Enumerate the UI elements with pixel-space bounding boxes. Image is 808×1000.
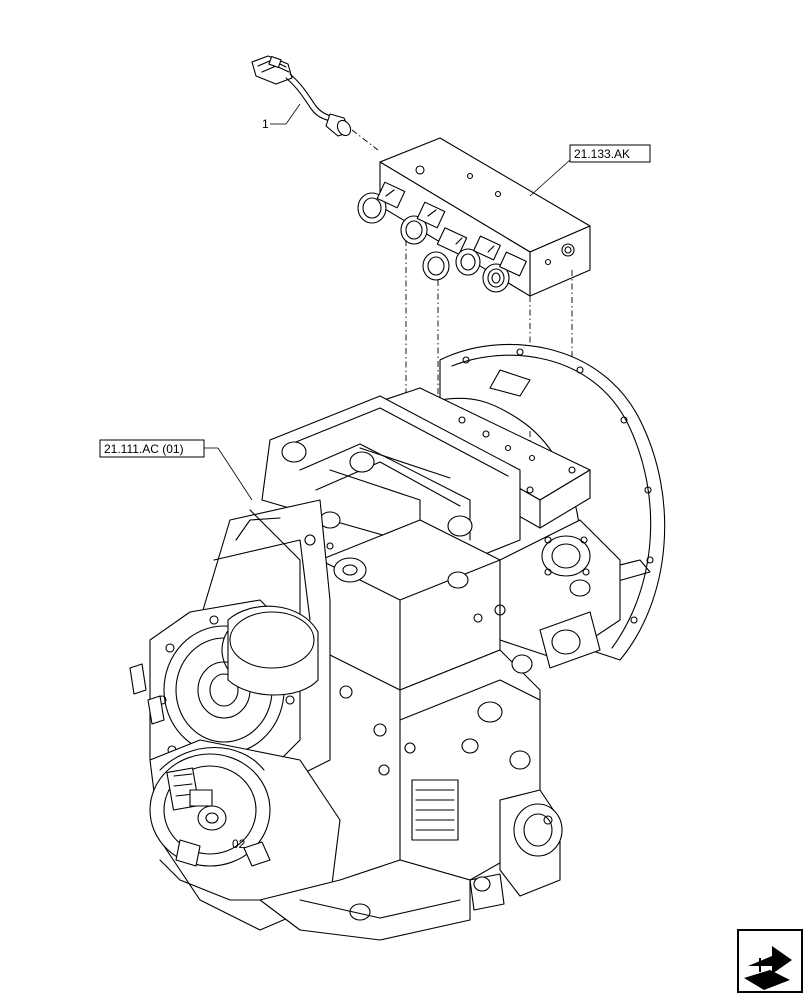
transmission-housing: 02 [129, 343, 666, 941]
housing-marking: 02 [232, 837, 246, 851]
valve-block [357, 137, 591, 297]
callout-ref-21-133-ak: 21.133.AK [574, 147, 630, 161]
callout-item-1: 1 [262, 117, 269, 131]
callout-ref-21-111-ac: 21.111.AC (01) [104, 442, 184, 456]
sensor-harness [251, 55, 379, 151]
next-page-arrow-icon[interactable] [737, 929, 803, 993]
